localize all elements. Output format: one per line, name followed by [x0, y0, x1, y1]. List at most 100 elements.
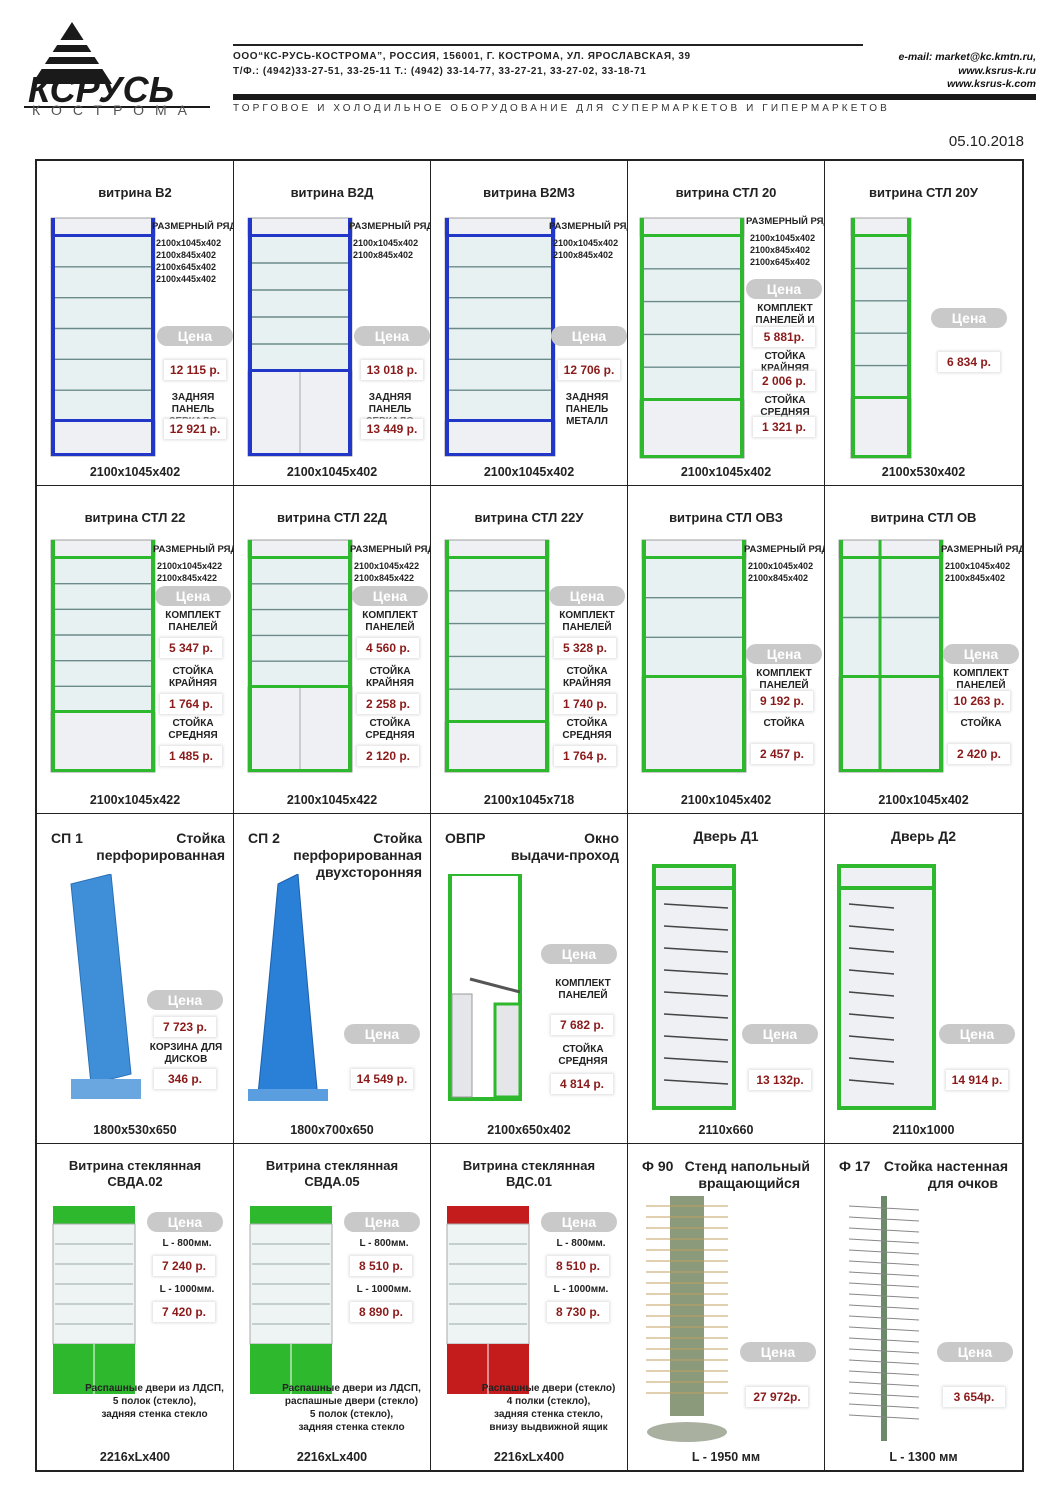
product-description: Распашные двери (стекло) — [481, 1383, 616, 1394]
product-dimensions: 2216хLх400 — [296, 1450, 368, 1464]
product-title: витрина СТЛ 22 — [84, 510, 186, 525]
product-dimensions: 2100х1045х402 — [483, 465, 575, 479]
product-description: внизу выдвижной ящик — [489, 1422, 608, 1433]
size-option: 2100х845х402 — [156, 250, 217, 260]
price-label: Цена — [939, 1024, 1015, 1044]
price-value: 7 682 р. — [551, 1015, 613, 1035]
product-code: СП 2 — [248, 830, 280, 846]
price-caption: КОМПЛЕКТ ПАНЕЛЕЙ — [362, 610, 418, 633]
product-name: вращающийся — [698, 1175, 800, 1191]
price-label: Цена — [740, 1342, 816, 1362]
price-caption: СТОЙКА КРАЙНЯЯ — [366, 666, 414, 689]
product-description: 5 полок (стекло), — [112, 1396, 197, 1407]
header-site-1[interactable]: www.ksrus-k.ru — [958, 65, 1036, 77]
option-caption: КОРЗИНА ДЛЯ ДИСКОВ — [149, 1042, 223, 1065]
product-title: витрина В2М3 — [483, 185, 575, 200]
product-title: Дверь Д2 — [891, 828, 956, 844]
price-value: 14 914 р. — [946, 1070, 1008, 1090]
header-phones: Т/Ф.: (4942)33-27-51, 33-25-11 Т.: (4942… — [233, 66, 647, 77]
price-value: 8 890 р. — [350, 1302, 412, 1322]
product-description: задняя стенка стекло — [298, 1422, 405, 1433]
product-code: СП 1 — [51, 830, 83, 846]
price-caption: СТОЙКА СРЕДНЯЯ — [760, 395, 810, 418]
product-description: 5 полок (стекло), — [309, 1409, 394, 1420]
price-caption: СТОЙКА КРАЙНЯЯ — [169, 666, 217, 689]
price-value: 8 510 р. — [547, 1256, 609, 1276]
showcase-image — [639, 217, 745, 459]
price-value: 27 972р. — [746, 1387, 808, 1407]
size-option: 2100х1045х402 — [353, 238, 419, 248]
size-option: 2100х845х402 — [945, 573, 1006, 583]
product-dimensions: 2100х1045х402 — [878, 793, 969, 807]
price-caption: КОМПЛЕКТ ПАНЕЛЕЙ — [165, 610, 221, 633]
price-caption: СТОЙКА КРАЙНЯЯ — [563, 666, 611, 689]
price-caption: КОМПЛЕКТ ПАНЕЛЕЙ — [555, 978, 611, 1001]
showcase-image — [838, 539, 944, 773]
header-tagline: ТОРГОВОЕ И ХОЛОДИЛЬНОЕ ОБОРУДОВАНИЕ ДЛЯ … — [233, 103, 890, 114]
price-value: 14 549 р. — [351, 1069, 413, 1089]
price-caption: СТОЙКА — [763, 718, 805, 729]
product-dimensions: 2100х1045х402 — [286, 465, 378, 479]
price-caption: L - 800мм. — [556, 1238, 606, 1249]
product-title: витрина В2Д — [290, 185, 374, 200]
product-description: задняя стенка стекло — [101, 1409, 208, 1420]
showcase-image — [247, 539, 353, 773]
price-label: Цена — [344, 1212, 420, 1232]
product-description: распашные двери (стекло) — [284, 1396, 419, 1407]
size-heading: РАЗМЕРНЫЙ РЯД: — [549, 221, 628, 232]
size-heading: РАЗМЕРНЫЙ РЯД: — [350, 544, 431, 555]
product-name: перфорированная — [96, 847, 225, 863]
product-title-code: СВДА.02 — [107, 1174, 163, 1189]
size-option: 2100х845х422 — [157, 573, 218, 583]
price-caption: СТОЙКА СРЕДНЯЯ — [365, 718, 415, 741]
product-title: витрина СТЛ ОВЗ — [669, 510, 783, 525]
product-title: Дверь Д1 — [693, 828, 759, 844]
price-label: Цена — [157, 326, 233, 346]
option-price: 12 921 р. — [164, 419, 226, 439]
showcase-image — [850, 217, 912, 459]
header-site-2[interactable]: www.ksrus-k.com — [947, 78, 1036, 90]
product-dimensions: 2216хLх400 — [493, 1450, 565, 1464]
showcase-image — [641, 539, 747, 773]
product-title: Витрина стеклянная — [462, 1158, 596, 1173]
product-dimensions: 2110х660 — [698, 1123, 754, 1137]
price-value: 1 764 р. — [160, 694, 222, 714]
size-option: 2100х1045х402 — [750, 233, 816, 243]
size-option: 2100х645х402 — [750, 257, 811, 267]
product-dimensions: 2110х1000 — [892, 1123, 955, 1137]
product-dimensions: L - 1300 мм — [889, 1450, 958, 1464]
product-card[interactable]: 2110х1000 Дверь Д2 Цена 14 914 р. — [825, 814, 1022, 1144]
size-heading: РАЗМЕРНЫЙ РЯД: — [744, 544, 825, 555]
showcase-image — [50, 217, 156, 457]
price-value: 6 834 р. — [938, 352, 1000, 372]
product-name: Стенд напольный — [684, 1158, 810, 1174]
size-option: 2100х845х402 — [748, 573, 809, 583]
header-email[interactable]: e-mail: market@kc.kmtn.ru, — [898, 51, 1036, 63]
price-value: 1 485 р. — [160, 746, 222, 766]
price-value: 12 115 р. — [164, 360, 226, 380]
size-option: 2100х1045х422 — [157, 561, 223, 571]
price-label: Цена — [742, 1024, 818, 1044]
product-dimensions: L - 1950 мм — [691, 1450, 761, 1464]
price-value: 7 240 р. — [153, 1256, 215, 1276]
product-name: для очков — [927, 1175, 998, 1191]
